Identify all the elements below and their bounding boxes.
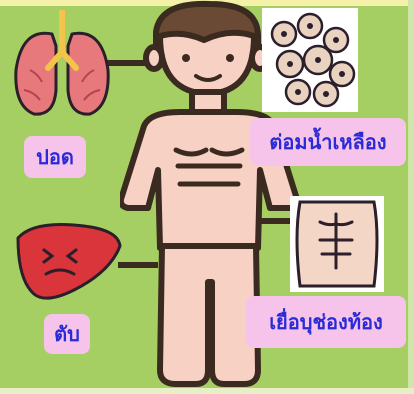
label-lymph-node: ต่อมน้ำเหลือง (250, 118, 406, 166)
label-peritoneum: เยื่อบุช่องท้อง (246, 296, 406, 348)
right-border (408, 0, 414, 394)
lungs-icon (12, 10, 112, 118)
liver-icon (14, 216, 124, 306)
label-lung: ปอด (24, 136, 86, 178)
lymph-node-icon (262, 8, 358, 112)
label-liver: ตับ (44, 314, 90, 354)
abdomen-icon (290, 196, 384, 292)
